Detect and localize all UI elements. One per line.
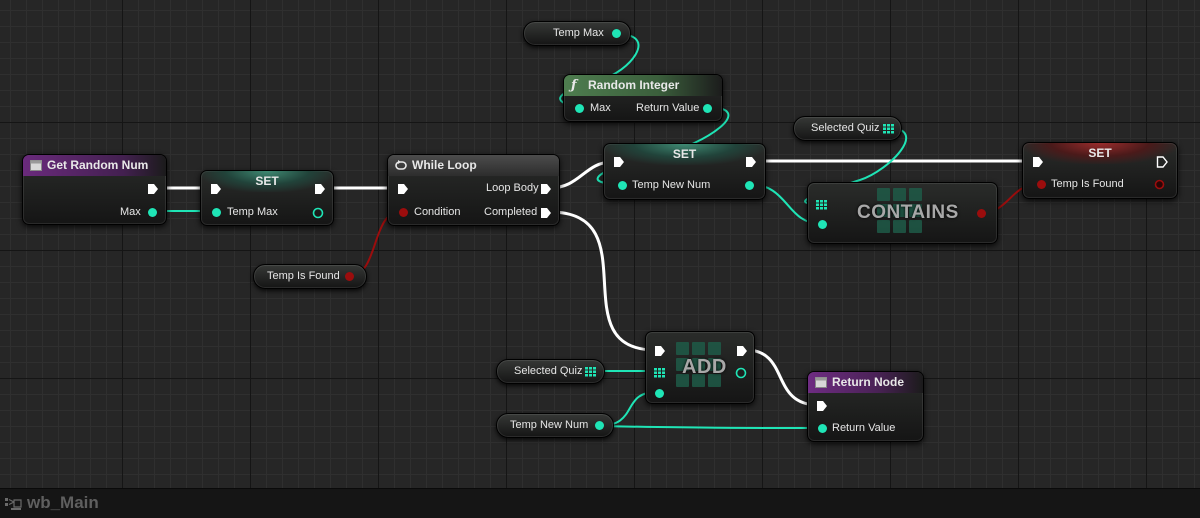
- getter-label: Selected Quiz: [514, 365, 583, 377]
- int-wire-tempnew-to-return: [597, 425, 823, 429]
- loop-macro-icon: [395, 160, 407, 170]
- set-temp-is-found-node[interactable]: SET Temp Is Found: [1022, 142, 1178, 199]
- contains-node[interactable]: CONTAINS: [807, 182, 998, 244]
- temp-is-found-out-pin[interactable]: [344, 271, 355, 282]
- return-value-in-pin[interactable]: [817, 423, 828, 434]
- node-title: SET: [1088, 146, 1112, 160]
- add-node[interactable]: ADD: [645, 331, 755, 404]
- max-pin-label: Max: [120, 206, 141, 218]
- max-pin-label: Max: [590, 102, 611, 114]
- exec-wire-completed-to-add: [548, 210, 657, 352]
- node-header: Return Node: [808, 372, 923, 393]
- exec-in-pin[interactable]: [613, 156, 625, 168]
- array-in-pin[interactable]: [654, 367, 665, 378]
- selected-quiz-getter-node[interactable]: Selected Quiz: [793, 116, 902, 141]
- function-return-icon: [815, 377, 827, 388]
- exec-in-pin[interactable]: [654, 345, 666, 357]
- condition-in-pin[interactable]: [398, 207, 409, 218]
- temp-max-out-pin[interactable]: [611, 28, 622, 39]
- array-out-pin[interactable]: [585, 366, 596, 377]
- array-grid-icon: [585, 367, 596, 377]
- array-wire-quiz-to-contains: [804, 127, 908, 205]
- temp-new-num-in-pin[interactable]: [617, 180, 628, 191]
- while-loop-node[interactable]: While Loop Loop Body Condition Completed: [387, 154, 560, 226]
- node-title: SET: [255, 174, 279, 188]
- completed-out-pin[interactable]: [540, 207, 552, 219]
- exec-out-pin[interactable]: [314, 183, 326, 195]
- graph-title-bar: wb_Main: [0, 488, 1200, 518]
- array-in-pin[interactable]: [816, 199, 827, 210]
- exec-wire-add-to-return: [744, 348, 820, 407]
- node-title: Random Integer: [588, 78, 680, 92]
- exec-out-pin[interactable]: [1156, 156, 1168, 168]
- condition-pin-label: Condition: [414, 206, 461, 218]
- node-title: Get Random Num: [47, 158, 149, 172]
- temp-max-in-pin[interactable]: [211, 207, 222, 218]
- temp-max-out-pin[interactable]: [312, 207, 324, 219]
- temp-is-found-in-pin[interactable]: [1036, 179, 1047, 190]
- completed-pin-label: Completed: [484, 206, 538, 218]
- temp-max-getter-node[interactable]: Temp Max: [523, 21, 631, 46]
- getter-label: Temp New Num: [510, 419, 589, 431]
- blueprint-graph-canvas[interactable]: Get Random Num Max SET Temp Max: [0, 0, 1200, 488]
- node-title: SET: [672, 147, 697, 161]
- loop-body-pin-label: Loop Body: [486, 182, 539, 194]
- get-random-num-node[interactable]: Get Random Num Max: [22, 154, 167, 225]
- getter-label: Selected Quiz: [811, 122, 880, 134]
- index-out-pin[interactable]: [735, 367, 747, 379]
- temp-max-pin-label: Temp Max: [227, 206, 278, 218]
- function-entry-icon: [30, 160, 42, 171]
- item-in-pin[interactable]: [817, 219, 828, 230]
- node-title: While Loop: [412, 158, 477, 172]
- exec-in-pin[interactable]: [1032, 156, 1044, 168]
- array-out-pin[interactable]: [883, 123, 894, 134]
- array-grid-icon: [883, 124, 894, 134]
- exec-in-pin[interactable]: [816, 400, 828, 412]
- node-header: SET: [201, 171, 333, 192]
- temp-is-found-out-pin[interactable]: [1154, 179, 1165, 190]
- temp-new-num-out-pin[interactable]: [744, 180, 755, 191]
- node-title: Return Node: [832, 375, 904, 389]
- temp-new-num-out-pin[interactable]: [594, 420, 605, 431]
- function-graph-icon: [5, 498, 22, 510]
- node-header: SET: [1023, 143, 1177, 164]
- return-value-out-pin[interactable]: [702, 103, 713, 114]
- random-integer-node[interactable]: ƒ Random Integer Max Return Value: [563, 74, 723, 122]
- array-tiles-icon: [877, 188, 922, 233]
- temp-new-num-pin-label: Temp New Num: [632, 179, 711, 191]
- node-header: Get Random Num: [23, 155, 166, 176]
- return-node[interactable]: Return Node Return Value: [807, 371, 924, 442]
- exec-in-pin[interactable]: [210, 183, 222, 195]
- graph-title: wb_Main: [27, 493, 99, 512]
- return-value-pin-label: Return Value: [832, 422, 896, 434]
- contains-label: CONTAINS: [857, 202, 959, 223]
- set-temp-max-node[interactable]: SET Temp Max: [200, 170, 334, 226]
- array-grid-icon: [816, 200, 827, 210]
- temp-new-num-getter-node[interactable]: Temp New Num: [496, 413, 614, 438]
- array-grid-icon: [654, 368, 665, 378]
- array-tiles-icon: [676, 342, 721, 387]
- node-header: SET: [604, 144, 765, 165]
- add-label: ADD: [682, 356, 727, 378]
- selected-quiz-getter-node[interactable]: Selected Quiz: [496, 359, 605, 384]
- exec-out-pin[interactable]: [736, 345, 748, 357]
- loop-body-out-pin[interactable]: [540, 183, 552, 195]
- max-in-pin[interactable]: [574, 103, 585, 114]
- exec-in-pin[interactable]: [397, 183, 409, 195]
- exec-out-pin[interactable]: [745, 156, 757, 168]
- node-header: ƒ Random Integer: [564, 75, 722, 96]
- getter-label: Temp Max: [553, 27, 604, 39]
- node-header: While Loop: [388, 155, 559, 176]
- temp-is-found-pin-label: Temp Is Found: [1051, 178, 1124, 190]
- set-temp-new-num-node[interactable]: SET Temp New Num: [603, 143, 766, 200]
- temp-is-found-getter-node[interactable]: Temp Is Found: [253, 264, 367, 289]
- exec-out-pin[interactable]: [147, 183, 159, 195]
- max-out-pin[interactable]: [147, 207, 158, 218]
- return-value-pin-label: Return Value: [636, 102, 700, 114]
- item-in-pin[interactable]: [654, 388, 665, 399]
- function-f-icon: ƒ: [571, 78, 577, 93]
- getter-label: Temp Is Found: [267, 270, 340, 282]
- bool-out-pin[interactable]: [976, 208, 987, 219]
